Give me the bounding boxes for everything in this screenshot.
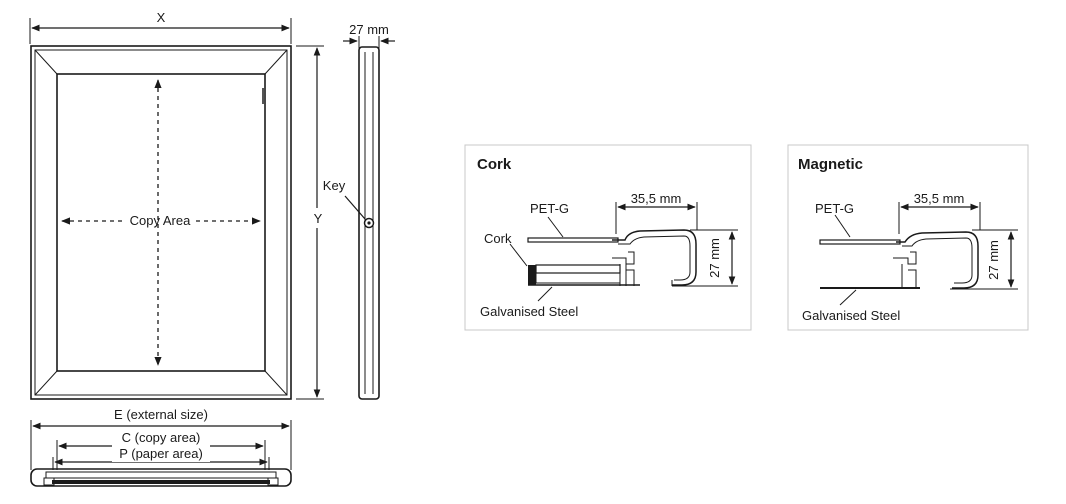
miter-br (264, 370, 288, 396)
magnetic-profile-outer (896, 231, 979, 289)
magnetic-clip (893, 251, 917, 288)
cork-profile-outer (612, 229, 697, 286)
cork-petg-leader (547, 216, 564, 238)
cork-cork-label: Cork (484, 231, 512, 246)
frame-outer (30, 45, 292, 400)
magnetic-width-label: 35,5 mm (914, 191, 965, 206)
c-label: C (copy area) (122, 430, 201, 445)
copy-area-label: Copy Area (130, 213, 191, 228)
magnetic-steel-label: Galvanised Steel (802, 308, 900, 323)
cork-steel-leader (537, 286, 553, 302)
p-label: P (paper area) (119, 446, 203, 461)
cork-width-label: 35,5 mm (631, 191, 682, 206)
cork-layer-edge (528, 265, 536, 285)
bottom-profile-clip-right (267, 477, 279, 486)
miter-tl (34, 49, 58, 75)
y-label: Y (314, 211, 323, 226)
magnetic-petg-leader (834, 214, 851, 238)
side-view (343, 36, 395, 400)
key-label: Key (323, 178, 346, 193)
cork-title: Cork (477, 156, 512, 173)
side-profile-outer (358, 46, 380, 400)
p-label-bg (112, 446, 210, 462)
cork-profile-inner (618, 235, 691, 281)
bottom-profile-outer (30, 468, 292, 487)
magnetic-petg-label: PET-G (815, 201, 854, 216)
magnetic-steel-leader (839, 289, 857, 306)
cork-steel-label: Galvanised Steel (480, 304, 578, 319)
miter-tr (264, 49, 288, 75)
cork-cork-leader (509, 243, 528, 267)
cork-clip (612, 251, 635, 286)
bottom-view (30, 420, 292, 487)
magnetic-height-label-bg (991, 244, 1005, 280)
c-label-bg (112, 430, 210, 446)
miter-bl (34, 370, 58, 396)
bottom-profile-channel (45, 471, 277, 479)
cork-section-drawing (509, 202, 738, 302)
cork-height-label: 27 mm (707, 238, 722, 278)
front-view (29, 18, 324, 400)
frame-outer-inner (34, 49, 288, 396)
magnetic-title: Magnetic (798, 156, 863, 173)
cork-petg-label: PET-G (530, 201, 569, 216)
bottom-profile-backing (52, 480, 270, 484)
frame-inner (56, 73, 266, 372)
e-label: E (external size) (114, 407, 208, 422)
depth-label: 27 mm (349, 22, 389, 37)
magnetic-height-label: 27 mm (986, 240, 1001, 280)
y-label-bg (310, 208, 326, 228)
key-leader (344, 195, 366, 220)
magnetic-section-drawing (819, 202, 1018, 306)
cork-height-label-bg (712, 244, 726, 280)
bottom-profile-clip-left (43, 477, 55, 486)
e-label-bg (108, 406, 214, 422)
key-hole (367, 221, 371, 225)
x-label: X (157, 10, 166, 25)
magnetic-profile-inner (902, 237, 973, 284)
